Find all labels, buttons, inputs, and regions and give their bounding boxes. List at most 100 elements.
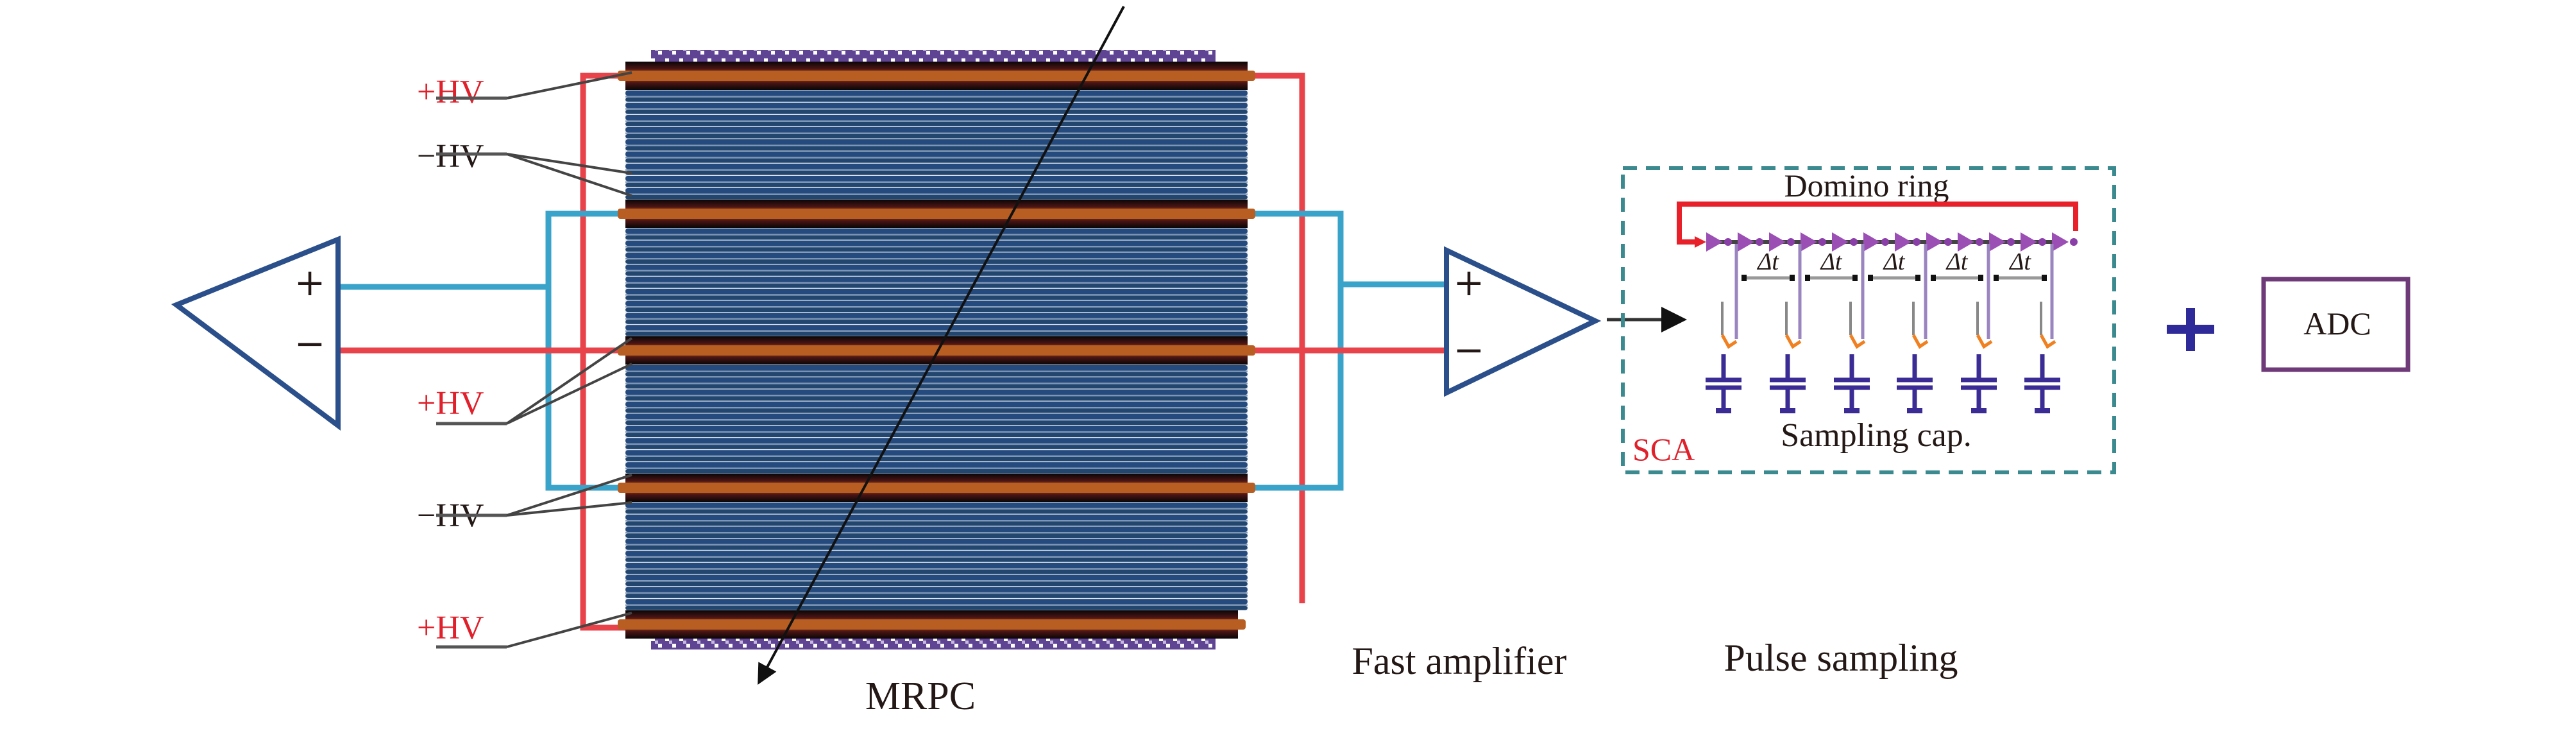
switch-icon xyxy=(2039,334,2056,349)
preamp-plus-sign: + xyxy=(294,261,326,304)
delta-t-label: Δt xyxy=(2008,248,2031,275)
glass-plate xyxy=(625,247,1248,252)
hv-leader-line xyxy=(506,153,632,175)
glass-plate xyxy=(625,121,1248,126)
hv-label-group: +HV xyxy=(417,71,632,110)
glass-highlight xyxy=(625,407,1248,409)
glass-highlight xyxy=(625,234,1248,236)
sca-label: SCA xyxy=(1632,431,1695,467)
domino-ring-loop xyxy=(1677,202,2078,231)
glass-plate xyxy=(625,97,1248,102)
sampling-cap-label: Sampling cap. xyxy=(1781,417,1972,454)
delay-cell-node xyxy=(2007,238,2015,246)
sampling-capacitor xyxy=(1706,302,1741,413)
glass-plate xyxy=(625,194,1248,200)
glass-highlight xyxy=(625,556,1248,558)
glass-plate xyxy=(625,271,1248,276)
glass-plate xyxy=(625,509,1248,514)
delta-t-tick xyxy=(1741,275,1747,281)
sampling-capacitor xyxy=(2024,302,2060,413)
delay-cell-node xyxy=(2038,238,2046,246)
glass-highlight xyxy=(625,443,1248,445)
glass-plate xyxy=(625,127,1248,133)
glass-plate xyxy=(625,574,1248,581)
delay-cell-node xyxy=(2070,238,2078,246)
glass-plate xyxy=(625,158,1248,163)
glass-highlight xyxy=(625,258,1248,260)
glass-plate xyxy=(625,546,1248,550)
glass-plate xyxy=(625,433,1248,438)
adc-block: ADC xyxy=(2261,277,2411,372)
glass-plate xyxy=(625,599,1248,605)
glass-plate xyxy=(625,469,1248,474)
glass-plate xyxy=(625,503,1248,508)
sampling-capacitor xyxy=(1770,302,1806,413)
delay-cell-icon xyxy=(1832,232,1849,252)
hv-label-group: +HV xyxy=(417,337,633,426)
electrode-pad xyxy=(618,209,1255,219)
glass-plate xyxy=(625,277,1248,282)
glass-highlight xyxy=(625,169,1248,171)
preamp-minus-sign: − xyxy=(294,322,326,365)
delay-cell-node xyxy=(1976,238,1983,246)
glass-plate xyxy=(625,133,1248,139)
glass-plate xyxy=(625,264,1248,270)
switch-icon xyxy=(1849,334,1866,349)
delta-t-tick xyxy=(1915,275,1920,281)
sca-dashed-border xyxy=(1621,166,2116,474)
delta-t-label: Δt xyxy=(1945,248,1969,275)
delay-cell-icon xyxy=(1895,232,1911,252)
glass-plate xyxy=(625,372,1248,377)
gas-gap-stack xyxy=(625,228,1248,336)
glass-plate xyxy=(625,456,1248,461)
fast-amp-minus-sign: − xyxy=(1453,328,1485,372)
delay-cell-node xyxy=(1756,238,1763,246)
delta-t-label: Δt xyxy=(1883,248,1906,275)
glass-plate xyxy=(625,182,1248,187)
glass-plate xyxy=(625,396,1248,401)
particle-track xyxy=(758,6,1125,685)
delay-cell-icon xyxy=(1863,232,1880,252)
delta-t-label: Δt xyxy=(1820,248,1843,275)
delay-cell-icon xyxy=(1769,232,1786,252)
glass-plate xyxy=(625,288,1248,295)
glass-highlight xyxy=(625,181,1248,183)
hv-label: +HV xyxy=(417,74,484,110)
plus-symbol xyxy=(2167,308,2214,351)
glass-highlight xyxy=(625,330,1248,332)
glass-plate xyxy=(625,146,1248,151)
glass-highlight xyxy=(625,108,1248,110)
sampling-capacitor xyxy=(1961,302,1997,413)
hv-leader-line xyxy=(506,363,632,425)
switch-icon xyxy=(1976,334,1993,349)
glass-plate xyxy=(625,521,1248,526)
glass-plate xyxy=(625,325,1248,331)
delay-cell-icon xyxy=(2052,232,2069,252)
sampling-capacitors xyxy=(1706,302,2060,413)
glass-plate xyxy=(625,307,1248,313)
hv-leader-line xyxy=(506,153,632,197)
hv-label-group: −HV xyxy=(417,474,632,534)
delay-cell-node xyxy=(1850,238,1858,246)
delta-t-tick xyxy=(1978,275,1983,281)
glass-highlight xyxy=(625,193,1248,195)
delta-t-label: Δt xyxy=(1756,248,1779,275)
delta-t-tick xyxy=(1790,275,1795,281)
mrpc-label: MRPC xyxy=(865,675,976,718)
mrpc-stack xyxy=(618,50,1255,649)
glass-highlight xyxy=(625,282,1248,284)
glass-highlight xyxy=(625,306,1248,308)
hv-label-group: −HV xyxy=(417,138,632,197)
delay-cell-node xyxy=(1913,238,1920,246)
glass-plate xyxy=(625,320,1248,324)
domino-ring-entry xyxy=(1677,226,1699,245)
glass-plate xyxy=(625,413,1248,420)
hv-label-group: +HV xyxy=(417,610,632,649)
delay-cell-icon xyxy=(1801,232,1817,252)
glass-plate xyxy=(625,295,1248,300)
delay-cell-icon xyxy=(1958,232,1974,252)
glass-plate xyxy=(625,594,1248,598)
glass-plate xyxy=(625,420,1248,426)
glass-highlight xyxy=(625,318,1248,320)
glass-highlight xyxy=(625,157,1248,159)
